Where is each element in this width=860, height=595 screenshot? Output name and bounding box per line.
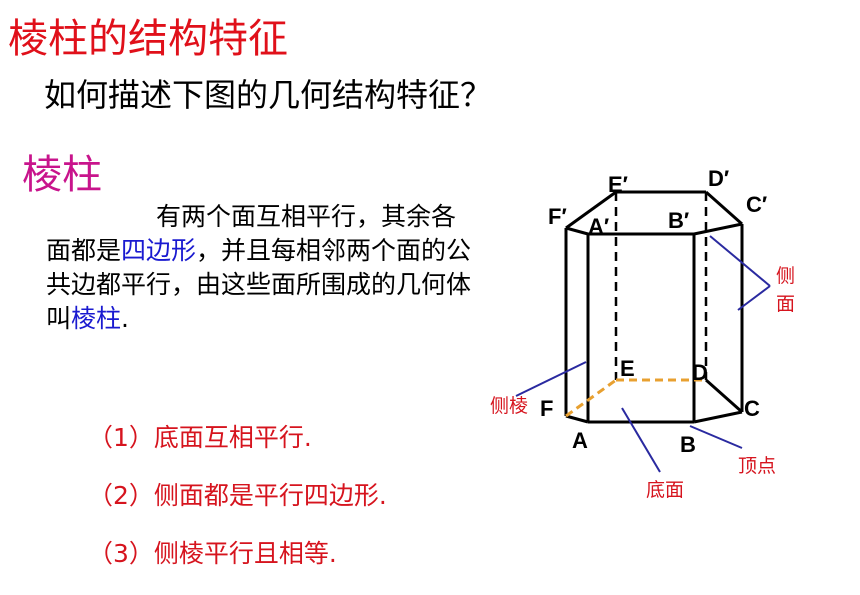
definition-text: 有两个面互相平行，其余各面都是四边形，并且每相邻两个面的公共边都平行，由这些面所… bbox=[46, 200, 476, 336]
label-top-F: F′ bbox=[548, 204, 567, 229]
label-bot-F: F bbox=[540, 396, 553, 421]
label-top-D: D′ bbox=[708, 166, 729, 191]
label-bot-E: E bbox=[620, 356, 635, 381]
highlight-quadrilateral: 四边形 bbox=[121, 236, 197, 265]
label-bot-A: A bbox=[572, 428, 588, 453]
property-3: （3）侧棱平行且相等. bbox=[88, 539, 337, 568]
property-2: （2）侧面都是平行四边形. bbox=[88, 481, 387, 510]
label-bot-B: B bbox=[680, 432, 696, 457]
property-1: （1）底面互相平行. bbox=[88, 423, 312, 452]
definition-part3: . bbox=[121, 304, 129, 333]
label-top-C: C′ bbox=[746, 192, 767, 217]
label-bot-D: D bbox=[692, 360, 708, 385]
label-top-A: A′ bbox=[588, 214, 609, 239]
bottom-base bbox=[565, 378, 743, 424]
hexagonal-prism-figure: E′ D′ F′ A′ B′ C′ E D F A B C 侧 面 侧棱 底面 … bbox=[490, 166, 795, 501]
annotation-lateral-face-1: 侧 bbox=[776, 265, 795, 287]
top-base bbox=[565, 190, 743, 236]
label-bot-C: C bbox=[744, 396, 760, 421]
annotation-lateral-edge: 侧棱 bbox=[490, 395, 528, 417]
definition-part1: 有两个面互相平行，其余各面都是 bbox=[46, 202, 457, 265]
question-text: 如何描述下图的几何结构特征？ bbox=[44, 76, 493, 114]
definition-part2: ，并且每相邻两个面的公共边都平行，由这些面所围成的几何体叫 bbox=[46, 236, 472, 333]
label-top-B: B′ bbox=[668, 208, 689, 233]
label-top-E: E′ bbox=[608, 172, 628, 197]
lateral-edges bbox=[564, 224, 744, 422]
hidden-edges bbox=[614, 192, 708, 380]
annotation-base: 底面 bbox=[646, 479, 684, 501]
annotation-vertex: 顶点 bbox=[738, 455, 776, 477]
slide-title: 棱柱的结构特征 bbox=[8, 16, 288, 62]
annotation-lateral-face-2: 面 bbox=[776, 293, 795, 315]
term-heading: 棱柱 bbox=[22, 152, 102, 198]
highlight-prism: 棱柱 bbox=[71, 304, 122, 333]
pointer-lines bbox=[515, 235, 771, 473]
